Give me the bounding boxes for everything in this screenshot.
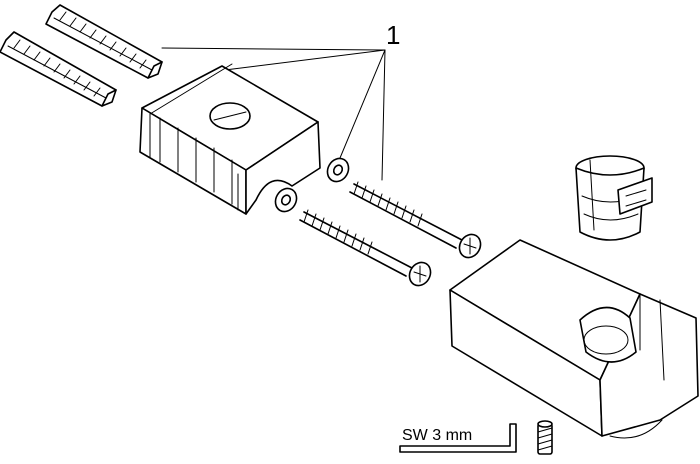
tool-size-label: SW 3 mm (402, 427, 472, 444)
washer (326, 157, 350, 183)
washer (274, 187, 298, 213)
wood-screw (349, 181, 482, 259)
mounting-bracket (139, 63, 321, 215)
callout-leaders (161, 47, 386, 181)
wood-screw (299, 209, 432, 287)
grub-screw (537, 420, 553, 455)
wall-plug-lower (0, 31, 117, 107)
callout-number: 1 (386, 20, 400, 50)
hose-holder-insert (575, 155, 653, 241)
wall-outlet-holder (449, 239, 699, 439)
hex-key (399, 423, 517, 453)
wall-plug-upper (45, 4, 163, 79)
